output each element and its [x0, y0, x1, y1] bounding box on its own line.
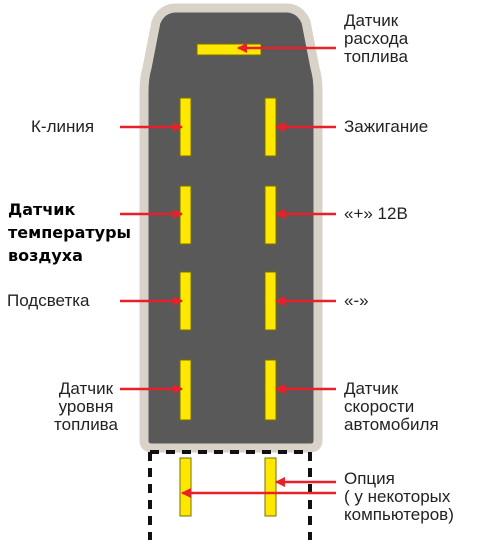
- pin-speed: [264, 359, 277, 421]
- label-ignition: Зажигание: [344, 117, 429, 136]
- pin-fuel-flow: [196, 43, 262, 56]
- label-option: Опция ( у некоторых компьютеров): [344, 469, 454, 524]
- pin-option-left: [179, 457, 192, 517]
- label-minus: «-»: [344, 291, 369, 310]
- optional-section-outline: [148, 450, 312, 540]
- pin-option-right: [264, 457, 277, 517]
- label-k-line: К-линия: [31, 117, 95, 136]
- label-fuel-level: Датчик уровня топлива: [54, 379, 118, 434]
- pin-minus: [264, 271, 277, 331]
- label-air-temp: Датчик температуры воздуха: [8, 200, 131, 265]
- connector-housing: [139, 3, 323, 453]
- pin-plus-12v: [264, 185, 277, 245]
- label-plus-12v: «+» 12В: [344, 204, 408, 223]
- label-speed: Датчик скорости автомобиля: [344, 379, 439, 434]
- label-fuel-flow: Датчик расхода топлива: [344, 11, 409, 66]
- pin-ignition: [264, 97, 277, 157]
- label-backlight: Подсветка: [7, 291, 90, 310]
